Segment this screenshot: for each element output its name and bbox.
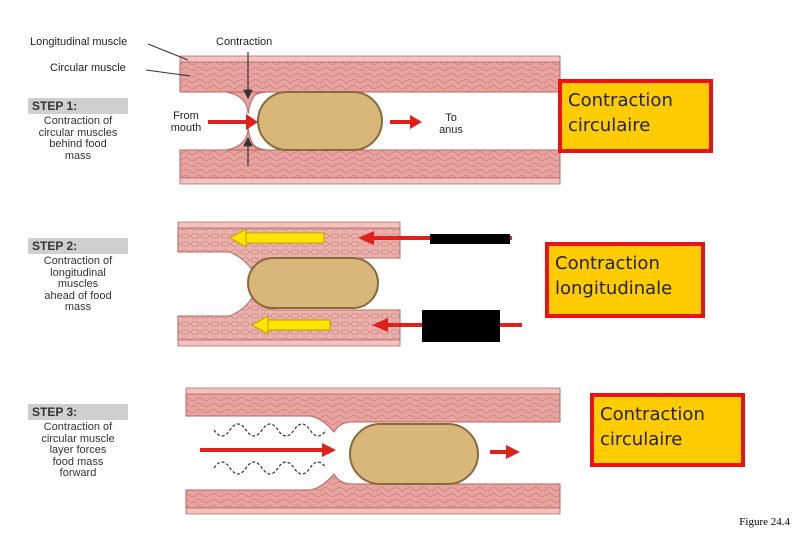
circular-muscle-label: Circular muscle <box>50 62 126 74</box>
contraction-label: Contraction <box>216 36 273 48</box>
step-3-heading: STEP 3: <box>28 404 128 420</box>
from-mouth-label: From mouth <box>168 110 204 134</box>
step-1-heading: STEP 1: <box>28 98 128 114</box>
longitudinal-muscle-label: Longitudinal muscle <box>30 36 128 48</box>
step-2-line: mass <box>64 301 92 313</box>
step-3-line: layer forces <box>49 444 107 456</box>
step-2-line: muscles <box>57 278 99 290</box>
callout-longitudinal: Contraction longitudinale <box>545 242 705 318</box>
step-1-line: behind food <box>49 138 107 150</box>
step-2-text: Contraction of longitudinal muscles ahea… <box>28 255 128 314</box>
callout-1-line-1: Contraction <box>568 90 673 111</box>
from-mouth-line-2: mouth <box>170 122 202 134</box>
callout-2-line-1: Contraction <box>555 253 660 274</box>
callout-circular-2: Contraction circulaire <box>590 393 745 467</box>
step-1-text: Contraction of circular muscles behind f… <box>28 115 128 162</box>
step-2-line: ahead of food <box>44 289 112 302</box>
step-1-caption: STEP 1: Contraction of circular muscles … <box>28 98 128 162</box>
callout-3-line-1: Contraction <box>600 404 705 425</box>
step-1-line: mass <box>64 149 92 162</box>
callout-circular-1: Contraction circulaire <box>558 79 713 153</box>
callout-3-line-2: circulaire <box>600 429 683 450</box>
panel-1-tube <box>145 43 561 185</box>
callout-1-line-2: circulaire <box>568 115 651 136</box>
step-1-line: circular muscles <box>38 126 118 139</box>
step-1-line: Contraction of <box>43 115 113 127</box>
step-2-line: longitudinal <box>50 266 106 279</box>
step-3-line: food mass <box>52 455 104 468</box>
step-2-line: Contraction of <box>43 255 113 267</box>
step-3-text: Contraction of circular muscle layer for… <box>28 421 128 480</box>
to-anus-line-1: To <box>445 112 457 124</box>
panel-3-tube <box>185 387 561 515</box>
to-anus-line-2: anus <box>439 124 463 136</box>
step-3-line: forward <box>59 467 97 479</box>
step-2-caption: STEP 2: Contraction of longitudinal musc… <box>28 238 128 314</box>
callout-2-line-2: longitudinale <box>555 278 673 299</box>
to-anus-label: To anus <box>436 112 466 136</box>
step-3-line: Contraction of <box>43 421 113 433</box>
step-2-heading: STEP 2: <box>28 238 128 254</box>
panel-2-tube <box>177 221 522 347</box>
step-3-caption: STEP 3: Contraction of circular muscle l… <box>28 404 128 480</box>
figure-label: Figure 24.4 <box>739 516 790 528</box>
from-mouth-line-1: From <box>173 110 199 122</box>
step-3-line: circular muscle <box>41 432 115 445</box>
